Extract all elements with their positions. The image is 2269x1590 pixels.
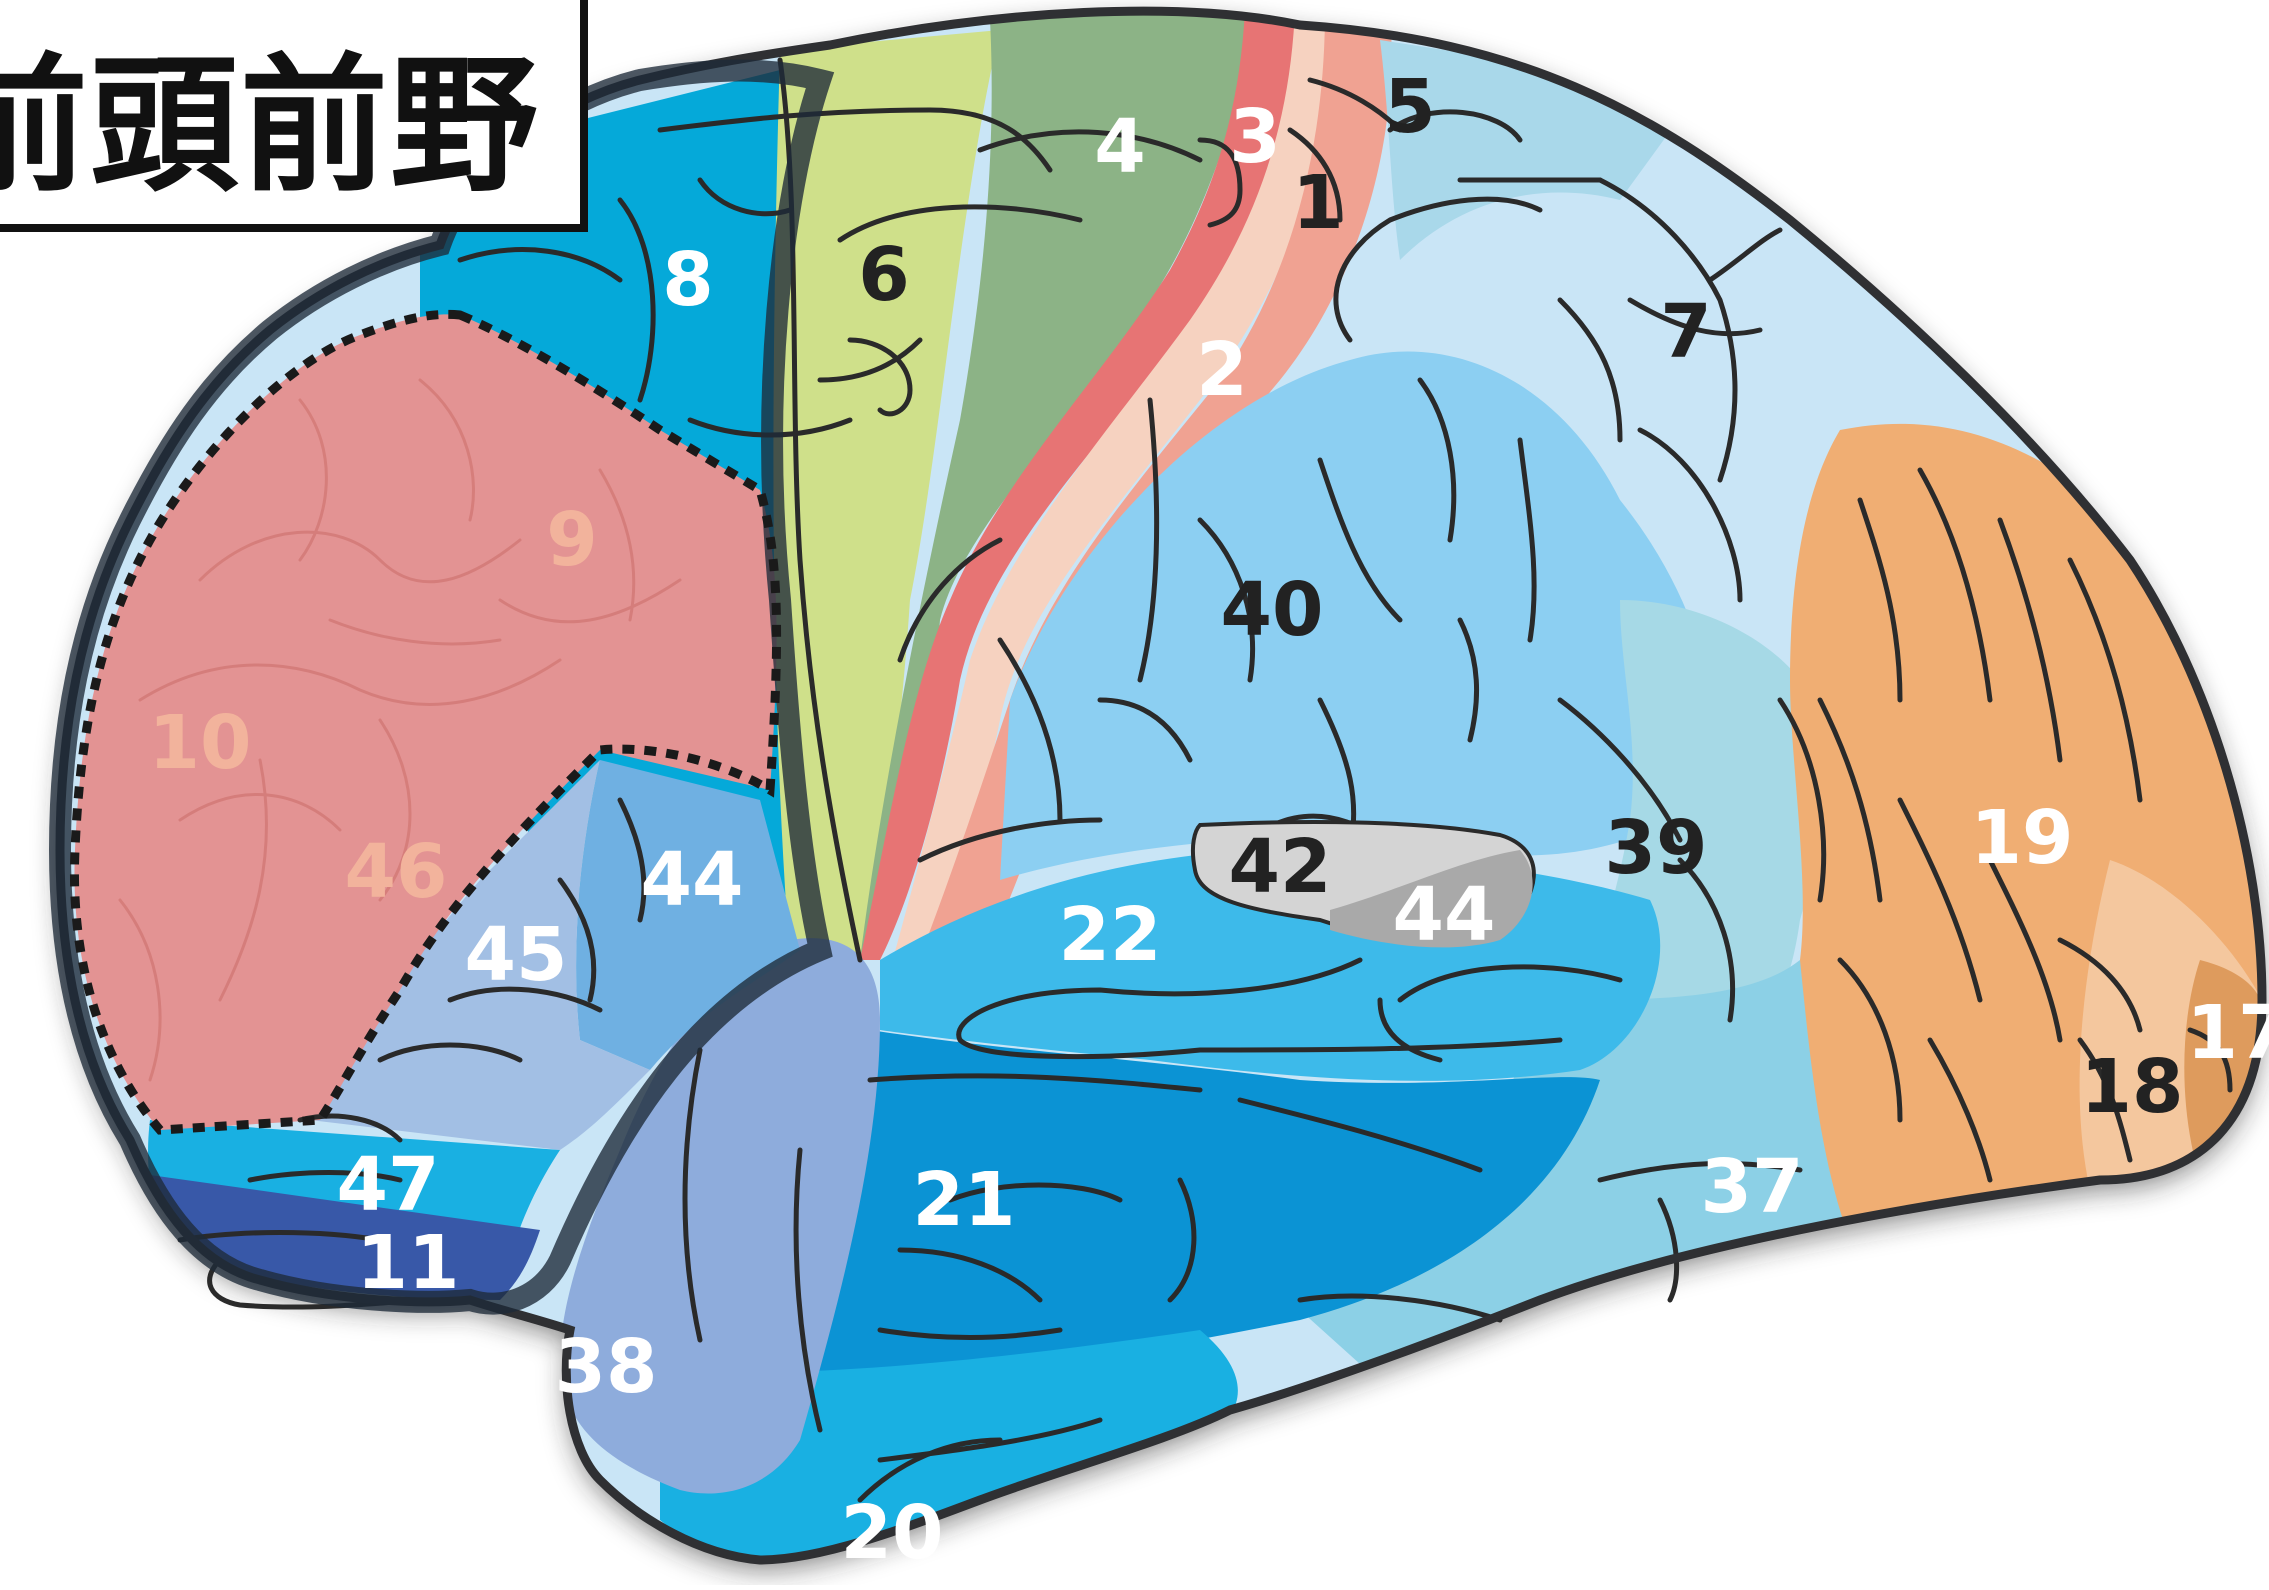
title-box: 前頭前野 — [0, 0, 588, 232]
title-text: 前頭前野 — [0, 5, 540, 220]
label-area-10: 10 — [149, 700, 252, 786]
label-area-38: 38 — [555, 1324, 658, 1410]
label-area-2: 2 — [1196, 327, 1248, 413]
label-area-8: 8 — [662, 237, 714, 323]
label-area-22: 22 — [1059, 892, 1162, 978]
label-area-6: 6 — [858, 232, 910, 318]
label-area-9: 9 — [546, 497, 598, 583]
label-area-1: 1 — [1292, 160, 1344, 246]
label-area-37: 37 — [1701, 1144, 1804, 1230]
label-area-46: 46 — [345, 829, 448, 915]
label-area-3: 3 — [1229, 94, 1281, 180]
label-area-41b: 42 — [1229, 824, 1332, 910]
label-area-44: 44 — [641, 837, 744, 923]
label-area-4: 4 — [1094, 104, 1146, 190]
label-area-40: 40 — [1221, 567, 1324, 653]
label-area-42b: 44 — [1393, 872, 1496, 958]
label-area-18: 18 — [2081, 1044, 2184, 1130]
label-area-11: 11 — [357, 1220, 460, 1306]
label-area-19: 19 — [1971, 795, 2074, 881]
label-area-45: 45 — [465, 912, 568, 998]
label-area-39: 39 — [1605, 805, 1708, 891]
label-area-17: 17 — [2187, 990, 2269, 1076]
label-area-21: 21 — [913, 1157, 1016, 1243]
label-area-5: 5 — [1384, 64, 1436, 150]
label-area-7: 7 — [1660, 289, 1712, 375]
label-area-20: 20 — [841, 1490, 944, 1576]
label-area-47: 47 — [337, 1142, 440, 1228]
